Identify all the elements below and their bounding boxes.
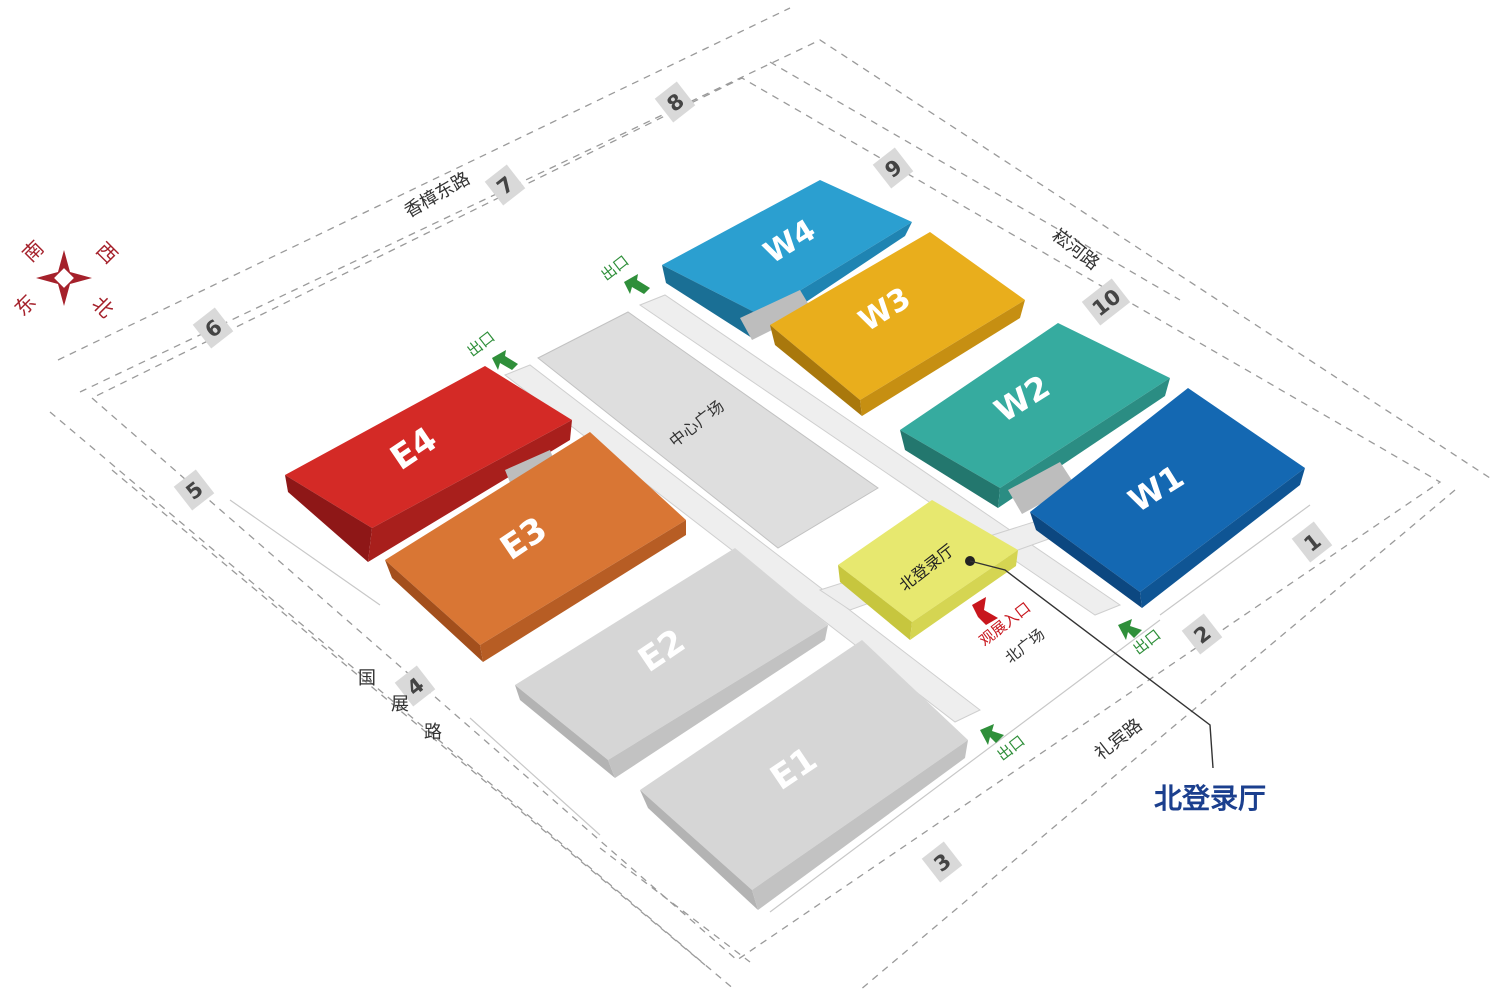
hall-w3[interactable]: W3	[770, 232, 1025, 416]
svg-text:展: 展	[391, 694, 409, 715]
svg-text:路: 路	[424, 722, 442, 743]
road-label-south: 国 展 路	[358, 668, 442, 743]
gate-8[interactable]: 8	[654, 81, 696, 123]
connector-w4-w3	[740, 290, 812, 340]
gate-2[interactable]: 2	[1181, 613, 1223, 655]
exit-e4[interactable]: 出口	[464, 328, 518, 370]
compass-north: 北	[87, 291, 118, 322]
hall-w2[interactable]: W2	[900, 323, 1170, 508]
compass: 南 西 东 北	[9, 235, 122, 322]
registration-hall[interactable]: 北登录厅	[838, 500, 1018, 640]
gate-4[interactable]: 4	[394, 665, 436, 707]
gate-7[interactable]: 7	[484, 164, 526, 206]
center-plaza[interactable]: 中心广场	[537, 311, 879, 549]
gate-3[interactable]: 3	[921, 841, 963, 883]
exit-w1[interactable]: 出口	[1118, 619, 1164, 658]
road-label-north: 香樟东路	[401, 168, 474, 222]
hall-w1[interactable]: W1	[1030, 388, 1305, 608]
hall-e3[interactable]: E3	[385, 432, 686, 662]
svg-text:国: 国	[358, 668, 376, 689]
callout-leader-line	[969, 560, 1214, 769]
gate-9[interactable]: 9	[872, 147, 914, 189]
exit-w4[interactable]: 出口	[598, 252, 650, 294]
gate-1[interactable]: 1	[1291, 521, 1333, 563]
connector-w2-w1	[1008, 462, 1075, 514]
road-label-east: 礼宾路	[1091, 715, 1146, 765]
exit-w4-label: 出口	[598, 252, 633, 285]
gate-6[interactable]: 6	[192, 307, 234, 349]
road-label-west: 崧河路	[1048, 225, 1103, 275]
hall-e4[interactable]: E4	[285, 366, 572, 562]
hall-w4[interactable]: W4	[662, 180, 912, 338]
compass-south: 南	[17, 235, 48, 266]
gate-5[interactable]: 5	[173, 469, 215, 511]
exit-e1[interactable]: 出口	[980, 724, 1028, 764]
callout-registration-hall: 北登录厅	[1154, 782, 1266, 815]
hall-e1[interactable]: E1	[640, 640, 968, 910]
hall-e2[interactable]: E2	[515, 548, 828, 778]
exit-e4-label: 出口	[464, 328, 499, 361]
gate-markers: 1 2 3 4 5 6 7 8	[173, 81, 1333, 883]
compass-east: 东	[9, 289, 40, 320]
gate-10[interactable]: 10	[1081, 278, 1131, 326]
compass-west: 西	[91, 237, 122, 268]
visitor-entrance[interactable]: 观展入口 北广场	[972, 597, 1048, 667]
perimeter-lines	[49, 7, 1491, 991]
